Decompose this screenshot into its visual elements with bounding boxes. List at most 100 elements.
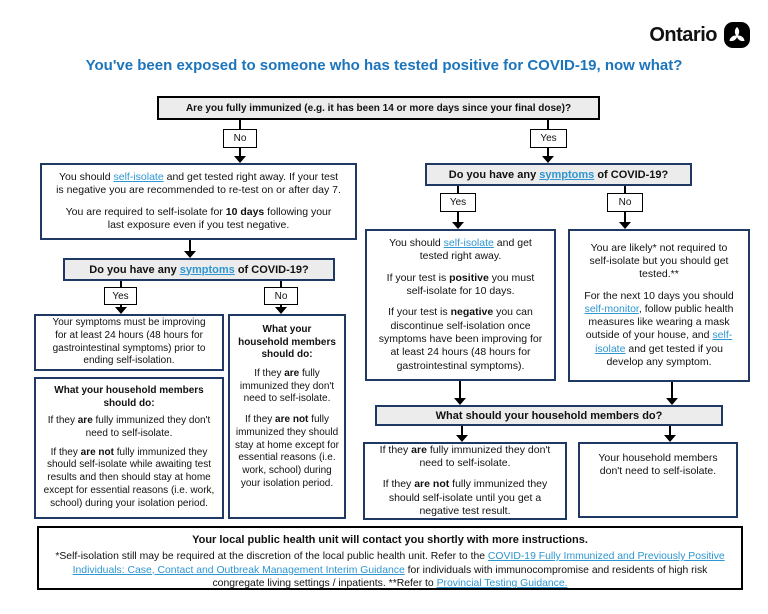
- text-segment: You should: [58, 170, 114, 183]
- q-symptoms-left-text: Do you have any symptoms of COVID-19?: [89, 264, 308, 276]
- interim-guidance-link[interactable]: COVID-19 Fully Immunized and Previously …: [72, 551, 725, 576]
- text-segment-bold: are: [284, 368, 300, 380]
- connector-no2-down: [280, 305, 282, 308]
- text-segment: for individuals with immunocompromise an…: [212, 564, 708, 590]
- label-symptoms-yes-right: Yes: [440, 193, 476, 212]
- label-symptoms-yes-left: Yes: [104, 287, 137, 305]
- text-segment: If your test is: [388, 306, 451, 319]
- arrowhead-mid-household: [454, 398, 466, 405]
- household-p2: If they are not fully immunized they sho…: [235, 414, 339, 490]
- text-segment: fully immunized they should self-isolate…: [388, 478, 548, 517]
- text-segment-bold: are not: [414, 478, 450, 491]
- arrowhead-no2-down: [275, 307, 287, 314]
- text-segment: Do you have any: [448, 168, 540, 181]
- self-isolate-link-2[interactable]: self-isolate: [443, 237, 494, 250]
- footer-box: Your local public health unit will conta…: [37, 526, 743, 590]
- label-symptoms-no-left: No: [264, 287, 298, 305]
- symptoms-improving-text: Your symptoms must be improving for at l…: [52, 317, 206, 367]
- arrowhead-no3-down: [619, 222, 631, 229]
- connector-no-down: [239, 148, 241, 156]
- no-label-text: No: [618, 197, 632, 208]
- text-segment: If they: [382, 478, 415, 491]
- ontario-wordmark: Ontario: [649, 23, 717, 46]
- text-segment: *Self-isolation still may be required at…: [55, 551, 488, 562]
- connector-symptoms-no-right: [624, 186, 626, 193]
- connector-mid-household: [459, 381, 461, 398]
- symptoms-link-left[interactable]: symptoms: [179, 263, 235, 276]
- q-immunized-box: Are you fully immunized (e.g. it has bee…: [157, 96, 600, 120]
- text-segment: fully immunized they don't need to self-…: [85, 415, 211, 440]
- text-segment-bold: are not: [275, 414, 309, 426]
- imm-nosym-p2: For the next 10 days you should self-mon…: [580, 290, 738, 370]
- arrowhead-main-symptoms: [184, 251, 196, 258]
- connector-yes2-down: [120, 305, 122, 308]
- text-segment: and get tested right away. If your test …: [56, 170, 341, 197]
- box-household-stay-home: What your household members should do: I…: [228, 314, 346, 519]
- text-segment: and get tested if you develop any sympto…: [606, 342, 723, 369]
- q-symptoms-left-box: Do you have any symptoms of COVID-19?: [63, 258, 335, 281]
- text-segment: If they: [379, 443, 412, 456]
- self-isolate-link-3[interactable]: self-isolate: [595, 329, 733, 355]
- text-segment: If they: [50, 446, 81, 458]
- yes-label-text: Yes: [540, 133, 557, 144]
- branch-yes-label: Yes: [530, 129, 567, 148]
- text-segment: If your test is: [386, 271, 450, 284]
- text-segment-bold: negative: [450, 306, 494, 319]
- text-segment: you must self-isolate for 10 days.: [406, 271, 535, 297]
- connector-yes3-down: [457, 212, 459, 222]
- branch-no-label: No: [223, 129, 257, 148]
- text-segment: You are required to self-isolate for: [65, 205, 226, 218]
- no-label-text: No: [274, 290, 288, 302]
- text-segment-bold: positive: [449, 271, 489, 284]
- ontario-trillium-icon: [724, 22, 750, 48]
- text-segment: fully immunized they should stay at home…: [235, 414, 339, 489]
- text-segment: If they: [245, 414, 276, 426]
- q-household-text: What should your household members do?: [435, 409, 663, 422]
- not-immunized-p2: You are required to self-isolate for 10 …: [56, 206, 341, 233]
- connector-household-left: [461, 426, 463, 435]
- footer-body: *Self-isolation still may be required at…: [53, 550, 727, 591]
- text-segment: fully immunized they don't need to self-…: [239, 368, 335, 405]
- box-immunized-asymptomatic: You are likely* not required to self-iso…: [568, 229, 750, 382]
- arrowhead-no-down: [234, 156, 246, 163]
- q-symptoms-right-box: Do you have any symptoms of COVID-19?: [425, 163, 692, 186]
- imm-sym-p1: You should self-isolate and get tested r…: [377, 237, 544, 264]
- text-segment: Do you have any: [89, 263, 180, 276]
- hh-left-p1: If they are fully immunized they don't n…: [377, 444, 553, 471]
- text-segment-bold: are not: [80, 446, 114, 458]
- text-segment: You should: [389, 237, 444, 250]
- testing-guidance-link[interactable]: Provincial Testing Guidance.: [436, 578, 568, 590]
- text-segment: , follow public health measures like wea…: [585, 302, 734, 342]
- household-heading: What your household members should do:: [54, 385, 204, 409]
- box-household-no-isolation: Your household members don't need to sel…: [578, 442, 738, 518]
- connector-main-symptoms: [189, 240, 191, 251]
- text-segment-bold: are: [411, 443, 427, 456]
- connector-right-household: [671, 382, 673, 398]
- text-segment-bold: are: [77, 415, 93, 427]
- connector-q1-yes: [547, 120, 549, 129]
- arrowhead-right-household: [666, 398, 678, 405]
- text-segment: fully immunized they should self-isolate…: [43, 446, 215, 509]
- yes-label-text: Yes: [449, 197, 467, 208]
- household-p1: If they are fully immunized they don't n…: [235, 368, 339, 406]
- connector-symptoms-yes-right: [457, 186, 459, 193]
- self-isolate-link-1[interactable]: self-isolate: [113, 170, 164, 183]
- text-segment-bold: 10 days: [225, 205, 265, 218]
- yes-label-text: Yes: [112, 290, 129, 302]
- box-immunized-symptomatic: You should self-isolate and get tested r…: [365, 229, 556, 381]
- arrowhead-household-left: [456, 435, 468, 442]
- text-segment: you can discontinue self-isolation once …: [378, 306, 543, 372]
- arrowhead-household-right: [664, 435, 676, 442]
- text-segment: of COVID-19?: [234, 263, 309, 276]
- text-segment: following your last exposure even if you…: [107, 205, 332, 231]
- q-symptoms-right-text: Do you have any symptoms of COVID-19?: [449, 169, 668, 181]
- text-segment: fully immunized they don't need to self-…: [419, 443, 551, 470]
- not-immunized-p1: You should self-isolate and get tested r…: [56, 171, 341, 198]
- connector-symptoms-no-left: [280, 281, 282, 287]
- symptoms-link-right[interactable]: symptoms: [539, 168, 595, 181]
- connector-yes-down: [547, 148, 549, 156]
- imm-sym-p3: If your test is negative you can discont…: [377, 306, 544, 373]
- arrowhead-yes-down: [542, 156, 554, 163]
- self-monitor-link[interactable]: self-monitor: [584, 302, 639, 315]
